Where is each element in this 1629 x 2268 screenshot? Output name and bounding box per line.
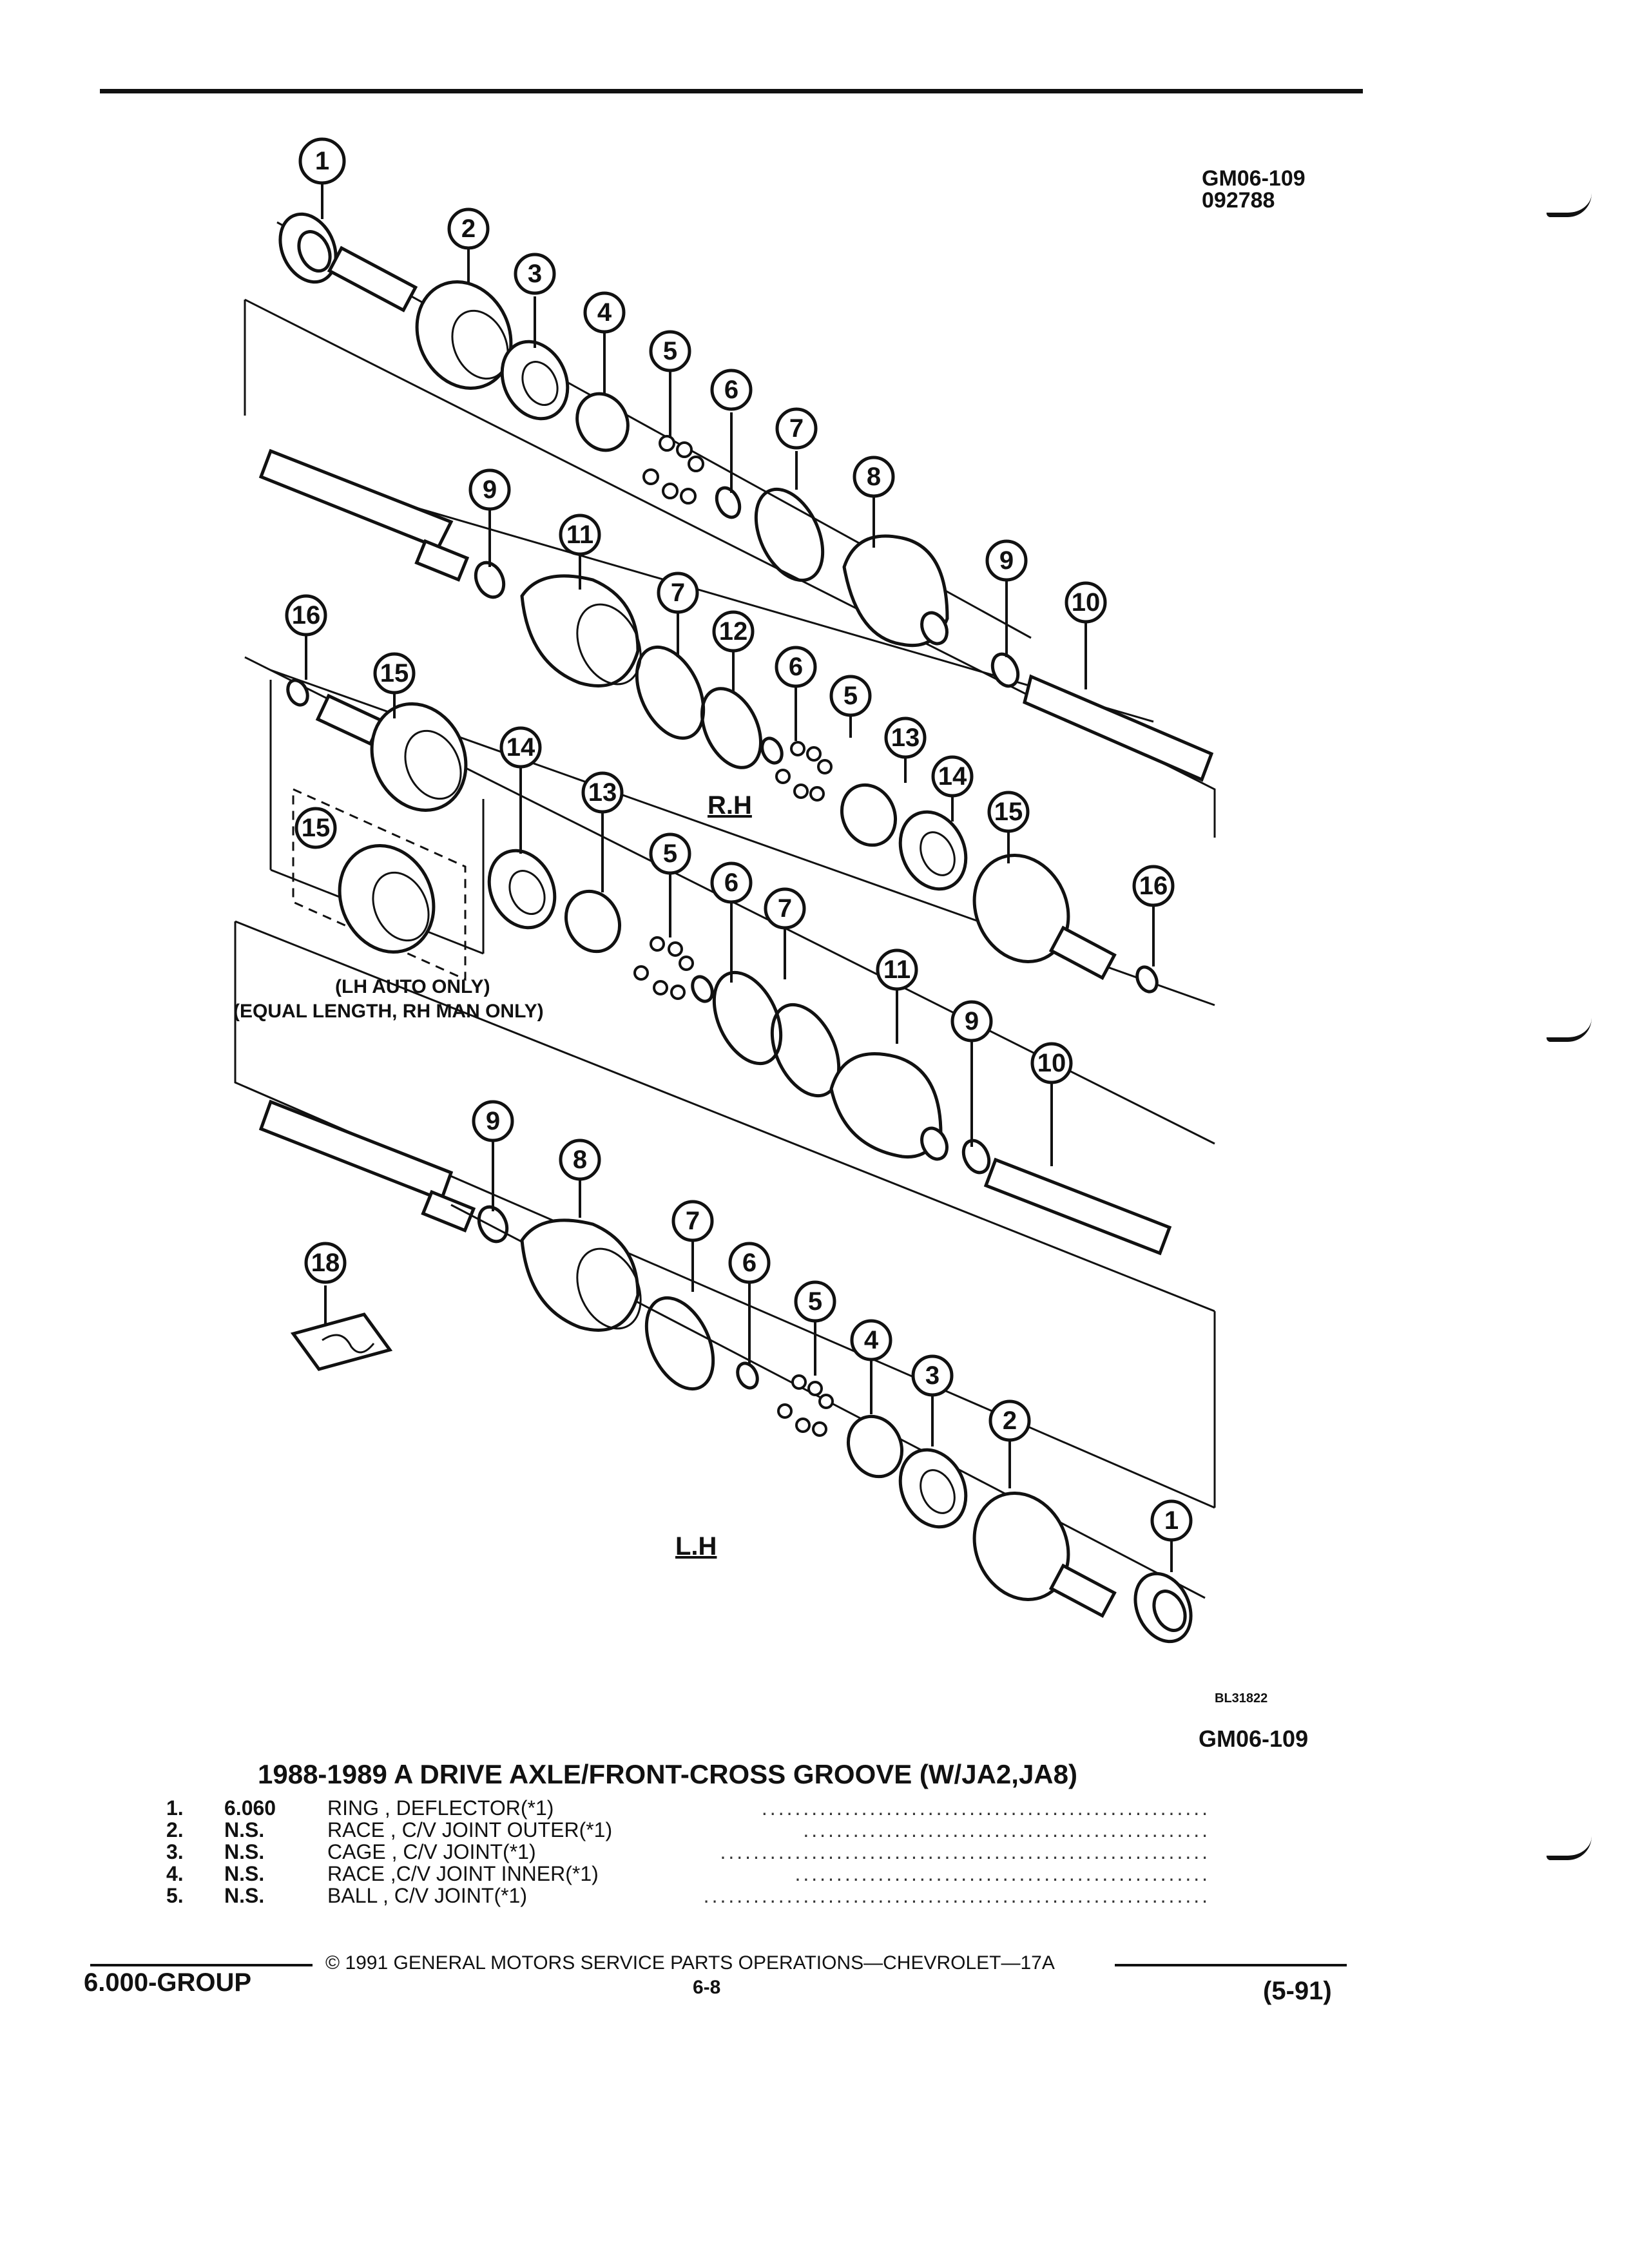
svg-text:16: 16 [1139,872,1168,900]
top-rule [100,89,1363,93]
item-number: 3. [166,1840,184,1863]
svg-text:7: 7 [789,414,804,443]
svg-text:14: 14 [506,733,535,762]
svg-text:11: 11 [566,521,593,549]
item-description: BALL , C/V JOINT(*1) [327,1884,527,1907]
svg-text:3: 3 [528,260,542,288]
leader-dots: ........................................… [795,1862,1210,1885]
item-code: 6.060 [224,1796,276,1820]
svg-text:18: 18 [311,1249,340,1277]
svg-text:9: 9 [483,476,497,504]
svg-text:10: 10 [1037,1049,1066,1077]
list-item: 1. 6.060 RING , DEFLECTOR(*1) ..........… [166,1796,1210,1823]
svg-text:4: 4 [864,1326,879,1354]
item-description: CAGE , C/V JOINT(*1) [327,1840,536,1863]
item-number: 5. [166,1884,184,1907]
leader-dots: ........................................… [803,1818,1210,1841]
item-description: RING , DEFLECTOR(*1) [327,1796,554,1820]
svg-text:11: 11 [883,956,911,984]
svg-text:14: 14 [938,762,967,791]
svg-text:15: 15 [302,814,331,842]
svg-text:9: 9 [999,546,1014,575]
footer-page-number: 6-8 [693,1977,721,1998]
svg-text:8: 8 [867,463,881,491]
figure-ref-code: GM06-109 [1202,166,1306,191]
illustration-id: BL31822 [1215,1691,1268,1706]
grease-packet-part [290,1312,393,1371]
svg-text:16: 16 [292,601,321,629]
svg-text:7: 7 [778,894,792,923]
item-number: 1. [166,1796,184,1820]
binding-mark [1547,1018,1592,1042]
lh-assembly-frame [234,920,1216,1509]
footer-rule-left [90,1964,313,1966]
item-code: N.S. [224,1840,265,1863]
svg-text:5: 5 [843,682,858,710]
note-lh-auto: (LH AUTO ONLY) [335,976,490,997]
svg-text:9: 9 [486,1107,500,1135]
leader-dots: ........................................… [703,1884,1210,1907]
svg-text:7: 7 [686,1207,700,1235]
item-code: N.S. [224,1818,265,1841]
leader-dots: ........................................… [761,1796,1210,1820]
svg-text:13: 13 [891,724,920,752]
svg-text:6: 6 [789,653,803,681]
svg-text:6: 6 [742,1249,757,1277]
footer-rule-right [1115,1964,1347,1966]
svg-text:10: 10 [1072,588,1101,617]
deflector-ring-part [278,212,338,284]
shaft-part [258,448,506,599]
item-description: RACE , C/V JOINT OUTER(*1) [327,1818,613,1841]
svg-text:6: 6 [724,869,738,897]
svg-text:5: 5 [808,1287,822,1316]
svg-text:1: 1 [315,147,329,175]
svg-text:5: 5 [663,337,677,365]
svg-text:4: 4 [597,298,612,327]
binding-mark [1547,1836,1592,1860]
svg-text:15: 15 [380,659,409,687]
item-number: 2. [166,1818,184,1841]
svg-text:13: 13 [588,778,617,807]
list-item: 3. N.S. CAGE , C/V JOINT(*1) ...........… [166,1840,1210,1867]
parts-list-title: 1988-1989 A DRIVE AXLE/FRONT-CROSS GROOV… [258,1759,1077,1789]
cage-part [500,340,570,421]
svg-text:9: 9 [965,1007,979,1035]
callouts: 1 2 3 4 5 6 7 8 9 11 9 10 7 12 6 5 16 15… [285,137,1193,1572]
list-item: 4. N.S. RACE ,C/V JOINT INNER(*1) ......… [166,1862,1210,1889]
svg-text:15: 15 [994,798,1023,826]
item-code: N.S. [224,1862,265,1885]
list-item: 5. N.S. BALL , C/V JOINT(*1) ...........… [166,1884,1210,1911]
note-equal-length: (EQUAL LENGTH, RH MAN ONLY) [233,1001,544,1022]
rh-label: R.H [708,791,752,820]
svg-text:5: 5 [663,840,677,868]
footer-group: 6.000-GROUP [84,1968,252,1997]
svg-text:1: 1 [1164,1506,1179,1535]
item-number: 4. [166,1862,184,1885]
leader-dots: ........................................… [720,1840,1210,1863]
svg-text:2: 2 [1003,1407,1017,1435]
inner-race-part [575,392,630,452]
svg-text:12: 12 [719,617,748,646]
figure-ref-date: 092788 [1202,188,1275,213]
svg-text:6: 6 [724,376,738,404]
svg-text:2: 2 [461,215,476,243]
footer-copyright: © 1991 GENERAL MOTORS SERVICE PARTS OPER… [325,1952,1055,1974]
item-description: RACE ,C/V JOINT INNER(*1) [327,1862,599,1885]
svg-text:3: 3 [925,1361,940,1390]
balls-part [642,435,704,505]
binding-mark [1547,193,1592,217]
outer-race-part [327,245,513,390]
svg-text:7: 7 [671,579,685,607]
figure-bottom-code: GM06-109 [1199,1725,1309,1752]
svg-text:8: 8 [573,1146,587,1174]
footer-revision: (5-91) [1263,1977,1332,2005]
item-code: N.S. [224,1884,265,1907]
list-item: 2. N.S. RACE , C/V JOINT OUTER(*1) .....… [166,1818,1210,1845]
lh-label: L.H [675,1532,717,1561]
